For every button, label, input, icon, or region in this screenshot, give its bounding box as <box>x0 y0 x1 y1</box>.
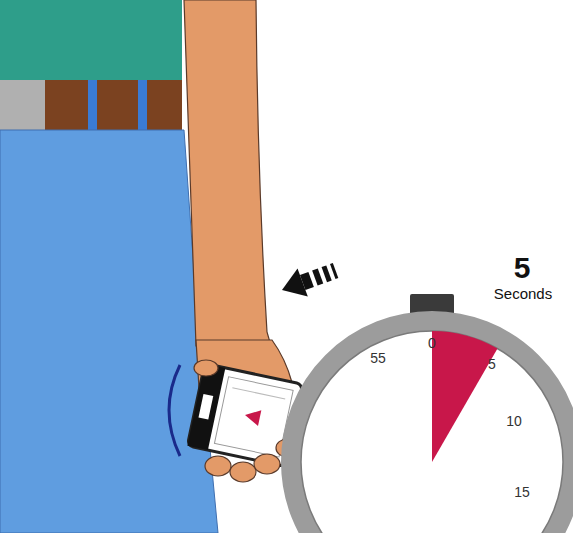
belt-loop <box>138 80 147 130</box>
thumb <box>194 360 218 376</box>
screen-line <box>232 388 285 399</box>
arrow-dash <box>312 268 323 285</box>
dial-number: 15 <box>514 485 530 499</box>
arrow-dash <box>322 265 332 282</box>
stopwatch-ring <box>291 321 573 533</box>
duration-unit: Seconds <box>494 286 552 301</box>
arrow-dash <box>330 263 338 279</box>
belt-loop <box>88 80 97 130</box>
screen-arrow <box>243 407 261 426</box>
contact-arc <box>169 365 180 456</box>
arm <box>184 0 271 346</box>
gray-patch <box>0 80 45 130</box>
dial-number: 5 <box>488 357 496 371</box>
dial-number: 10 <box>506 414 522 428</box>
finger <box>230 462 256 482</box>
finger <box>205 456 231 476</box>
arrow-head <box>277 268 308 304</box>
belt <box>45 80 182 130</box>
dial-number: 55 <box>370 351 386 365</box>
duration-value: 5 <box>514 253 531 283</box>
finger <box>254 454 280 474</box>
arrow-dash <box>300 272 314 290</box>
shirt <box>0 0 182 82</box>
stopwatch-inner-edge <box>301 331 563 533</box>
dial-number: 0 <box>428 336 436 350</box>
device-window <box>198 394 213 420</box>
elapsed-wedge <box>432 331 498 462</box>
jeans <box>0 130 218 533</box>
motion-arrow <box>277 256 341 304</box>
